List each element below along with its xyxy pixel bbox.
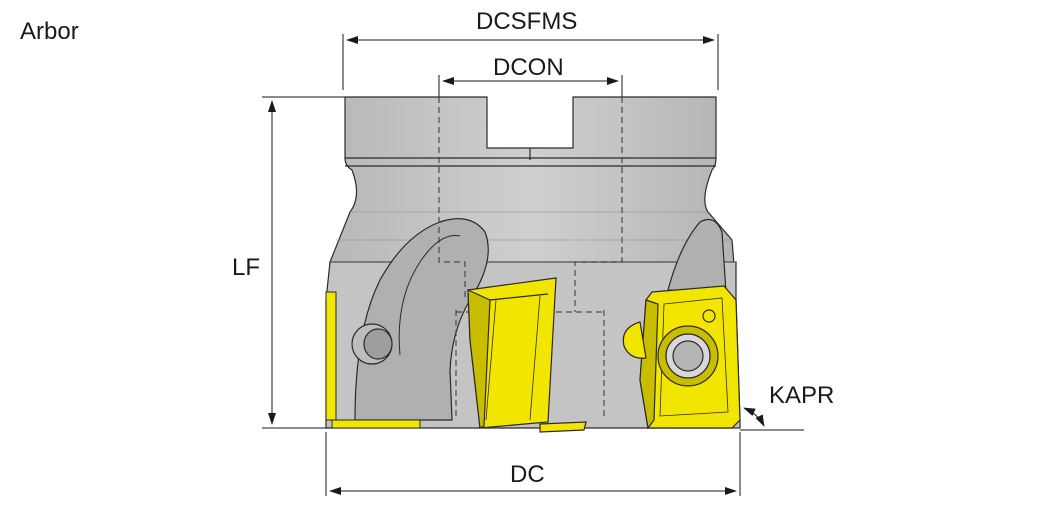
dcsfms-label: DCSFMS xyxy=(476,8,578,35)
insert-bottom-left xyxy=(331,419,421,429)
diagram-title: Arbor xyxy=(20,18,79,45)
dc-label: DC xyxy=(510,461,545,488)
insert-center xyxy=(467,277,587,433)
chip-pocket-right xyxy=(667,219,727,293)
shank xyxy=(329,96,737,291)
chip-pocket-left xyxy=(354,218,489,421)
insert-left-edge xyxy=(325,291,337,421)
chip-pocket-inner xyxy=(398,235,461,356)
screw-boss-left xyxy=(351,323,393,365)
kapr-label: KAPR xyxy=(769,382,835,409)
dcon-label: DCON xyxy=(493,54,564,81)
screw-boss-right xyxy=(622,321,647,359)
insert-screw-socket xyxy=(672,340,704,372)
lf-label: LF xyxy=(232,254,261,281)
dimension-lines xyxy=(262,34,804,496)
insert-right xyxy=(639,285,741,430)
insert-g-mark-icon xyxy=(702,309,716,323)
